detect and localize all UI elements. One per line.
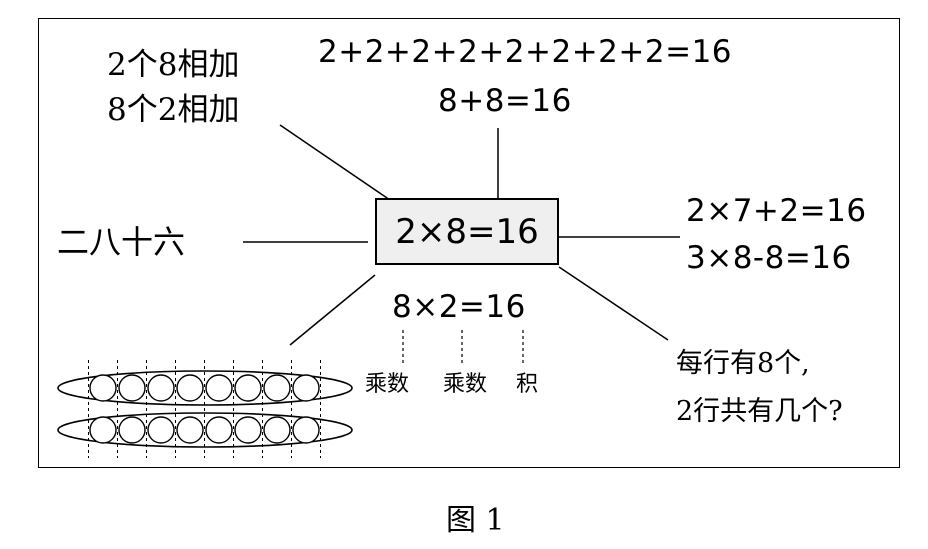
bottom-right-line1: 每行有8个,	[676, 348, 810, 379]
connector-bottom-right	[558, 266, 669, 341]
top-line1: 2+2+2+2+2+2+2+2=16	[318, 34, 733, 70]
diagram-frame	[38, 18, 900, 468]
dot-circle	[147, 416, 175, 444]
dot-circle	[234, 416, 262, 444]
dot-circle	[292, 416, 320, 444]
right-line1: 2×7+2=16	[686, 193, 867, 229]
connector-bottom-left	[289, 274, 376, 346]
dot-circle	[176, 374, 204, 402]
factor-label-2: 乘数	[443, 372, 488, 397]
dot-circle	[292, 374, 320, 402]
dot-circle	[234, 374, 262, 402]
top-left-line1: 2个8相加	[107, 47, 240, 83]
dot-circle	[205, 416, 233, 444]
bottom-right-line2: 2行共有几个?	[676, 396, 843, 427]
top-left-line2: 8个2相加	[107, 92, 240, 128]
right-line2: 3×8-8=16	[686, 240, 852, 276]
dot-circle	[263, 374, 291, 402]
connector-top-left	[279, 124, 391, 201]
top-line2: 8+8=16	[438, 83, 572, 119]
center-equation-box: 2×8=16	[375, 198, 559, 265]
left-chant: 二八十六	[57, 223, 186, 261]
figure-caption: 图 1	[446, 503, 505, 538]
dot-circle	[118, 416, 146, 444]
dot-circle	[205, 374, 233, 402]
dot-circle	[263, 416, 291, 444]
dot-circle	[89, 416, 117, 444]
dot-circle	[176, 416, 204, 444]
factor-label-1: 乘数	[365, 372, 410, 397]
product-label: 积	[516, 372, 539, 397]
dot-circle	[89, 374, 117, 402]
center-equation: 2×8=16	[395, 211, 539, 252]
circle-group-illustration	[57, 360, 353, 458]
dot-circle	[118, 374, 146, 402]
dot-circle	[147, 374, 175, 402]
bottom-equation: 8×2=16	[392, 289, 526, 325]
